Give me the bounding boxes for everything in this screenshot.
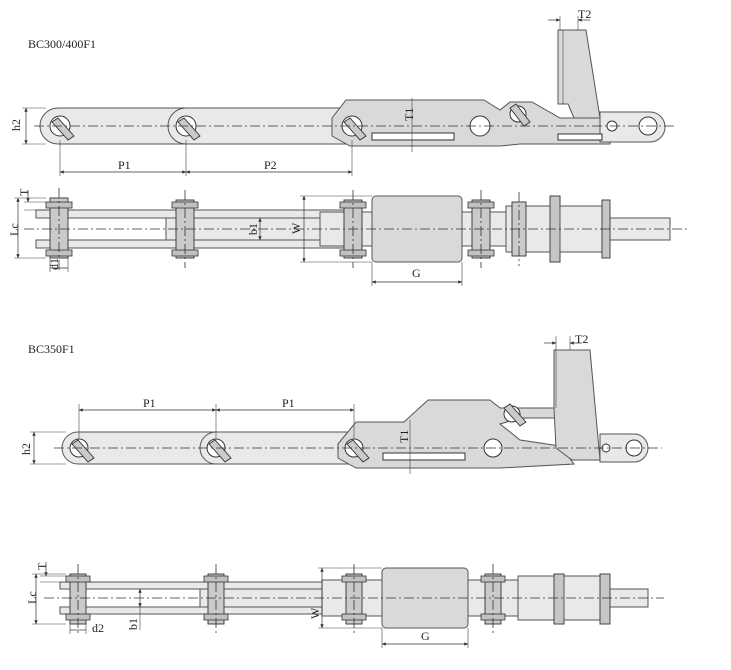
top-title: BC300/400F1 [28, 37, 96, 51]
bottom-diagram: BC350F1 [19, 332, 664, 648]
top-diagram: BC300/400F1 [7, 7, 690, 286]
top-pin-5 [509, 103, 531, 127]
top-p1-label: P1 [118, 158, 131, 172]
top-slot [371, 132, 455, 141]
top-w-label: W [289, 222, 303, 234]
top-flight-upright [557, 29, 601, 119]
top-slot-2 [557, 133, 603, 141]
top-lc-label: Lc [7, 223, 21, 236]
bottom-side-view: h2 T1 T2 P1 P1 [19, 332, 662, 474]
bottom-flight-upright [553, 349, 601, 461]
top-side-view: h2 T1 T2 P1 P2 [9, 7, 674, 176]
bottom-plan-flight-2 [599, 573, 611, 625]
bottom-p1-right-label: P1 [282, 396, 295, 410]
top-plan-view: T Lc d1 b1 W G [7, 188, 690, 286]
bottom-t-label: T [35, 562, 49, 570]
top-p2-label: P2 [264, 158, 277, 172]
bottom-d2-label: d2 [92, 621, 104, 635]
top-t1-label: T1 [402, 108, 416, 121]
top-d1-label: d1 [47, 258, 61, 270]
bottom-p1-left-label: P1 [143, 396, 156, 410]
bottom-plan-flight [553, 573, 565, 625]
bottom-g-label: G [421, 629, 430, 643]
top-b1-label: b1 [246, 223, 260, 235]
top-t-label: T [17, 188, 31, 196]
top-pin-3 [341, 115, 367, 141]
bottom-slot [382, 452, 466, 461]
top-plan-bar-upper [35, 209, 359, 219]
top-plan-bar-lower [35, 239, 359, 249]
bottom-h2-label: h2 [19, 443, 33, 455]
top-t2-label: T2 [578, 7, 591, 21]
bottom-pin-5 [503, 403, 527, 427]
bottom-w-label: W [308, 607, 322, 619]
bottom-t2-label: T2 [575, 332, 588, 346]
bottom-t1-label: T1 [397, 430, 411, 443]
top-h2-label: h2 [9, 119, 23, 131]
bottom-b1-label: b1 [126, 618, 140, 630]
bottom-lc-label: Lc [25, 591, 39, 604]
top-g-label: G [412, 266, 421, 280]
bottom-plan-view: T Lc d2 b1 W G [25, 562, 664, 648]
bottom-title: BC350F1 [28, 342, 75, 356]
